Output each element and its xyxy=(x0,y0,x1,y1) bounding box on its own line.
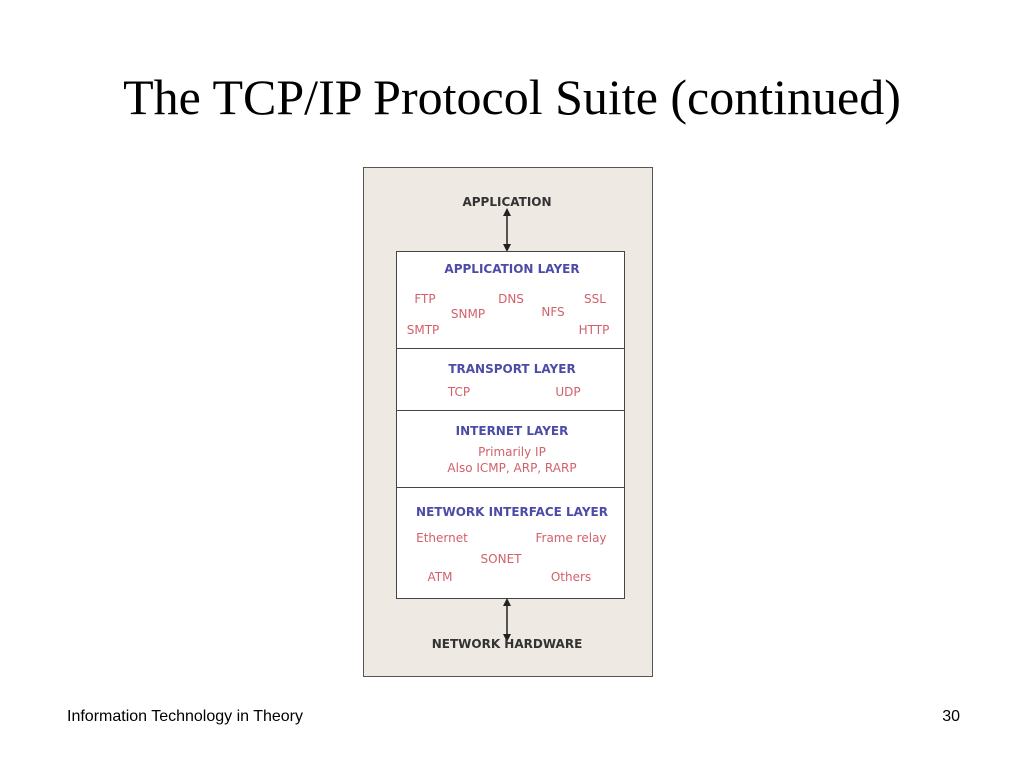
protocol: Ethernet xyxy=(416,531,468,545)
page-number: 30 xyxy=(942,708,960,725)
internet-layer: INTERNET LAYER Primarily IP Also ICMP, A… xyxy=(396,410,625,489)
application-label: APPLICATION xyxy=(462,195,552,209)
slide-title: The TCP/IP Protocol Suite (continued) xyxy=(123,69,901,125)
layer-title: INTERNET LAYER xyxy=(455,424,569,438)
protocol: NFS xyxy=(541,305,565,319)
protocol: SMTP xyxy=(406,323,440,337)
protocol: DNS xyxy=(498,292,524,306)
protocol: Frame relay xyxy=(535,531,607,545)
protocol: SSL xyxy=(584,292,606,306)
transport-layer: TRANSPORT LAYER TCP UDP xyxy=(396,348,625,412)
application-layer: APPLICATION LAYER FTP SNMP DNS NFS SSL S… xyxy=(396,251,625,350)
protocol: ATM xyxy=(427,570,453,584)
tcp-ip-diagram: APPLICATION APPLICATION LAYER FTP SNMP D… xyxy=(363,167,653,677)
layer-title: NETWORK INTERFACE LAYER xyxy=(416,505,608,519)
protocol: SNMP xyxy=(450,307,486,321)
network-interface-layer: NETWORK INTERFACE LAYER Ethernet Frame r… xyxy=(396,487,625,599)
network-hardware-label: NETWORK HARDWARE xyxy=(431,637,583,651)
protocol: Others xyxy=(550,570,592,584)
protocol: UDP xyxy=(555,385,581,399)
protocol: TCP xyxy=(447,385,471,399)
layer-title: TRANSPORT LAYER xyxy=(448,362,576,376)
protocol: HTTP xyxy=(578,323,610,337)
footer-text: Information Technology in Theory xyxy=(67,708,303,725)
double-arrow-icon xyxy=(503,208,511,252)
protocol: FTP xyxy=(414,292,436,306)
protocol: Primarily IP xyxy=(478,445,546,459)
layer-title: APPLICATION LAYER xyxy=(444,262,580,276)
protocol: SONET xyxy=(480,552,522,566)
protocol: Also ICMP, ARP, RARP xyxy=(447,461,577,475)
double-arrow-icon xyxy=(503,598,511,642)
